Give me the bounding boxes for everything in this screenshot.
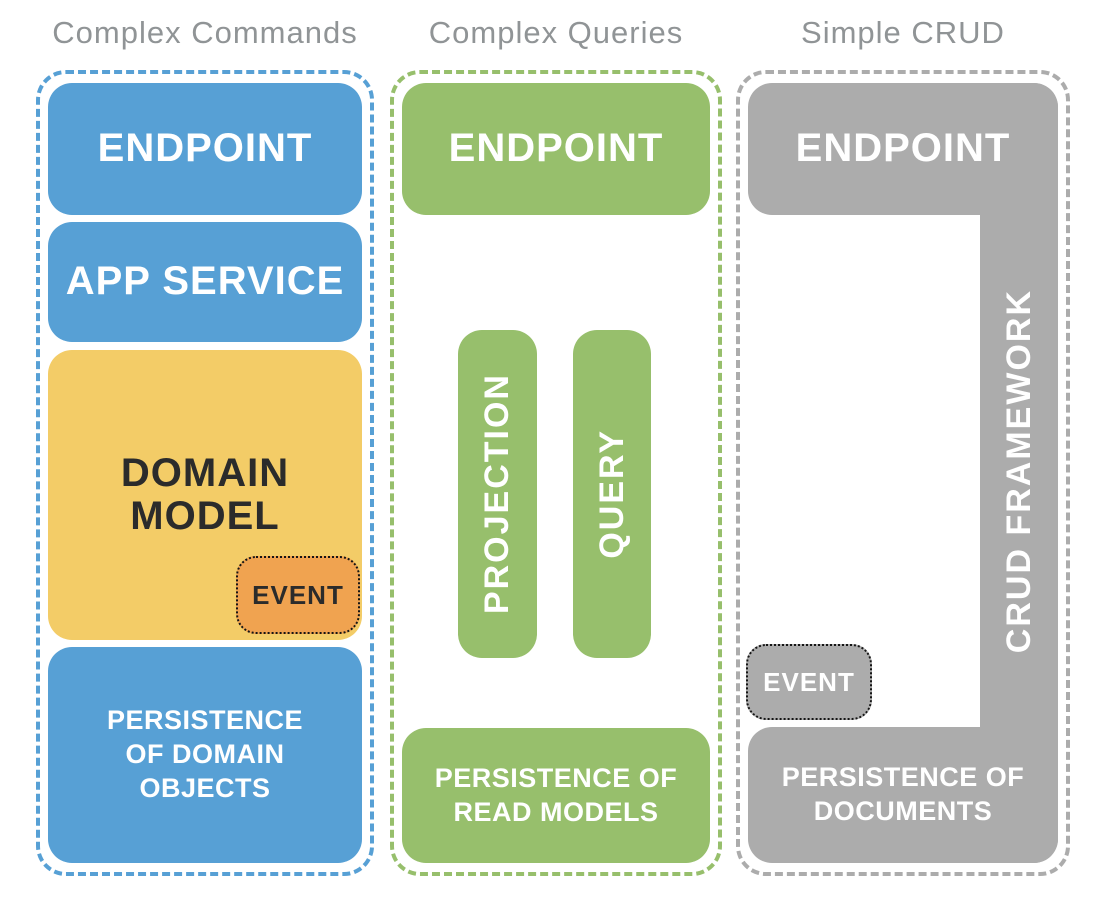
- endpoint-label: ENDPOINT: [97, 126, 313, 171]
- crud-event-label: EVENT: [763, 666, 855, 697]
- persistence-documents-box: PERSISTENCE OF DOCUMENTS: [748, 727, 1058, 863]
- domain-model-label: DOMAIN MODEL: [120, 450, 290, 538]
- persistence-domain-objects-box: PERSISTENCE OF DOMAIN OBJECTS: [48, 647, 362, 863]
- query-label: QUERY: [592, 429, 631, 559]
- heading-complex-queries: Complex Queries: [428, 15, 684, 50]
- projection-label: PROJECTION: [478, 373, 516, 615]
- crud-event-badge: EVENT: [746, 644, 872, 720]
- endpoint-label: ENDPOINT: [448, 126, 664, 171]
- simple-crud-container: ENDPOINT CRUD FRAMEWORK EVENT PERSISTENC…: [736, 70, 1070, 876]
- crud-framework-label: CRUD FRAMEWORK: [999, 288, 1038, 654]
- endpoint-box: ENDPOINT: [402, 83, 710, 215]
- persistence-read-models-label: PERSISTENCE OF READ MODELS: [434, 762, 678, 827]
- heading-simple-crud: Simple CRUD: [801, 15, 1005, 50]
- crud-framework-label-area: CRUD FRAMEWORK: [980, 215, 1058, 727]
- domain-event-label: EVENT: [252, 579, 344, 610]
- persistence-documents-label: PERSISTENCE OF DOCUMENTS: [781, 762, 1025, 826]
- endpoint-box: ENDPOINT: [48, 83, 362, 215]
- endpoint-box: ENDPOINT: [748, 83, 1058, 215]
- app-service-label: APP SERVICE: [65, 259, 345, 304]
- domain-model-box: DOMAIN MODEL: [48, 350, 362, 640]
- projection-pillar: PROJECTION: [458, 330, 537, 658]
- heading-complex-commands: Complex Commands: [52, 15, 358, 50]
- persistence-domain-objects-label: PERSISTENCE OF DOMAIN OBJECTS: [106, 705, 304, 803]
- app-service-box: APP SERVICE: [48, 222, 362, 342]
- domain-event-badge: EVENT: [236, 556, 360, 634]
- persistence-read-models-box: PERSISTENCE OF READ MODELS: [402, 728, 710, 863]
- complex-commands-container: ENDPOINT APP SERVICE DOMAIN MODEL EVENT …: [36, 70, 374, 876]
- endpoint-label: ENDPOINT: [795, 126, 1011, 171]
- complex-queries-container: ENDPOINT PROJECTION QUERY PERSISTENCE OF…: [390, 70, 722, 876]
- query-pillar: QUERY: [573, 330, 651, 658]
